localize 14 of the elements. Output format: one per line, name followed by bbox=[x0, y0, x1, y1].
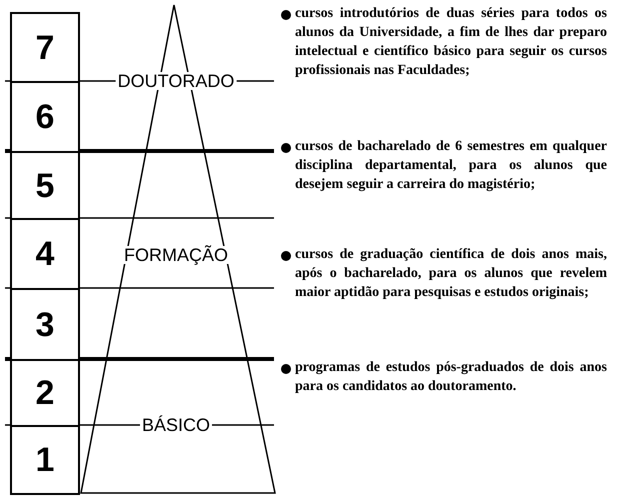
number-cell: 7 bbox=[10, 12, 80, 83]
paragraph-text: programas de estudos pós-graduados de dois anos para os candidatos ao doutoramento. bbox=[295, 359, 607, 396]
stage-label: DOUTORADO bbox=[116, 72, 236, 90]
number-cell: 4 bbox=[10, 218, 80, 290]
paragraph-text: cursos de graduação científica de dois anos mais, após o bacharelado, para os alunos que revelem maior aptidão para pesquisas e estudos originais; bbox=[295, 246, 607, 302]
number-cell: 2 bbox=[10, 359, 80, 427]
number-cell: 3 bbox=[10, 288, 80, 361]
stage-label: BÁSICO bbox=[140, 416, 212, 434]
stage-label: FORMAÇÃO bbox=[122, 246, 230, 264]
number-cell: 1 bbox=[10, 425, 80, 495]
paragraph-text: cursos de bacharelado de 6 semestres em qualquer disciplina departamental, para os alunos que desejem seguir a carreira do magistério; bbox=[295, 138, 607, 194]
paragraph-text: cursos introdutórios de duas séries para todos os alunos da Universidade, a fim de lhes dar preparo intelectual e científico básico para seguir os cursos profissionais nas Faculdades; bbox=[295, 5, 607, 80]
number-cell: 6 bbox=[10, 81, 80, 153]
number-cell: 5 bbox=[10, 151, 80, 220]
